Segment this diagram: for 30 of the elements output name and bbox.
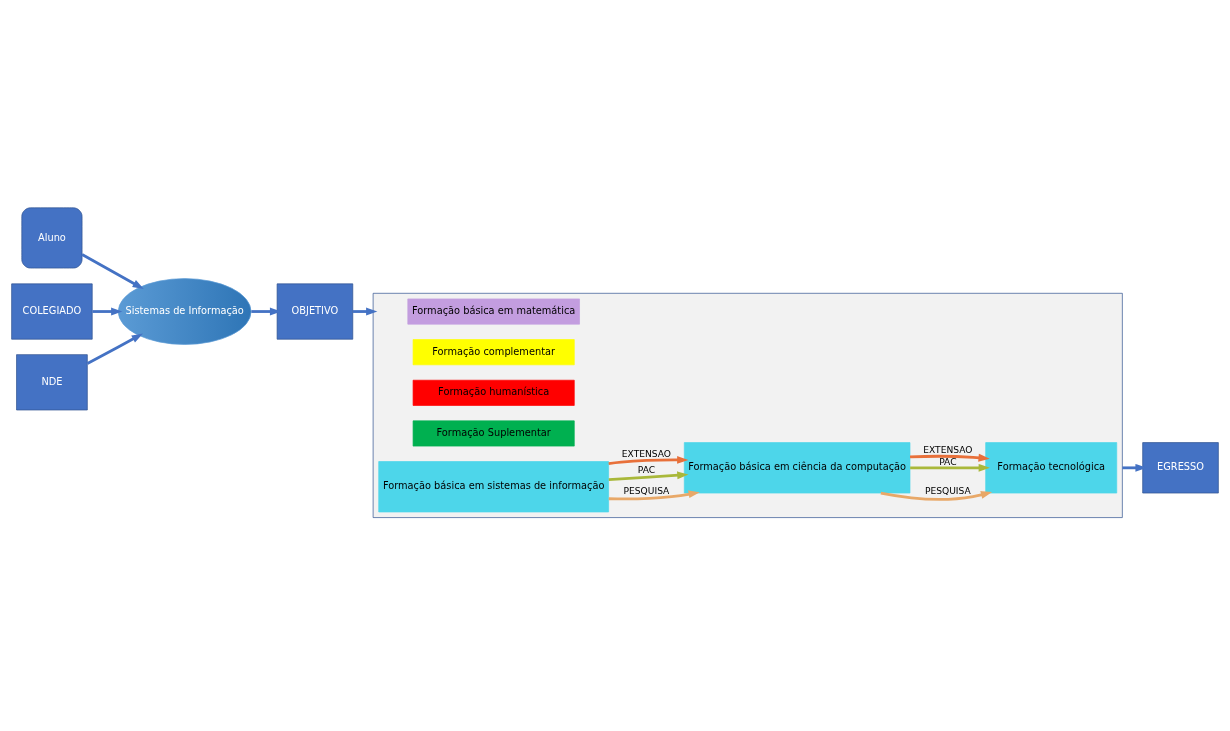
edge-label: EXTENSAO [923, 445, 973, 456]
node-box: EGRESSO [1142, 442, 1219, 494]
node-box: OBJETIVO [276, 283, 354, 340]
node-box: Formação humanística [412, 379, 575, 406]
arrow [608, 471, 689, 481]
node-box: Aluno [21, 207, 83, 269]
node-box: Formação complementar [412, 339, 575, 366]
arrow [910, 453, 990, 462]
edge-label: PAC [637, 465, 656, 476]
arrow [81, 253, 144, 290]
edge-label: PESQUISA [924, 486, 971, 497]
edge-label: PAC [939, 457, 957, 468]
node-box: COLEGIADO [11, 283, 93, 340]
node-box: Formação básica em sistemas de informação [378, 461, 609, 513]
arrow [880, 491, 993, 501]
arrow [608, 456, 689, 465]
node-box: NDE [16, 354, 88, 411]
edge-label: PESQUISA [623, 486, 670, 497]
arrow [608, 490, 700, 501]
node-box: Formação básica em ciência da computação [683, 442, 911, 494]
arrow [86, 333, 143, 365]
arrow [352, 307, 378, 316]
arrow [1122, 463, 1147, 472]
node-box: Formação Suplementar [412, 420, 575, 447]
arrow [910, 463, 990, 472]
node-box: Formação tecnológica [985, 442, 1118, 494]
cluster [372, 292, 1123, 518]
arrow [92, 307, 123, 316]
edge-label: EXTENSAO [621, 448, 672, 459]
node-box: Formação básica em matemática [407, 298, 580, 325]
